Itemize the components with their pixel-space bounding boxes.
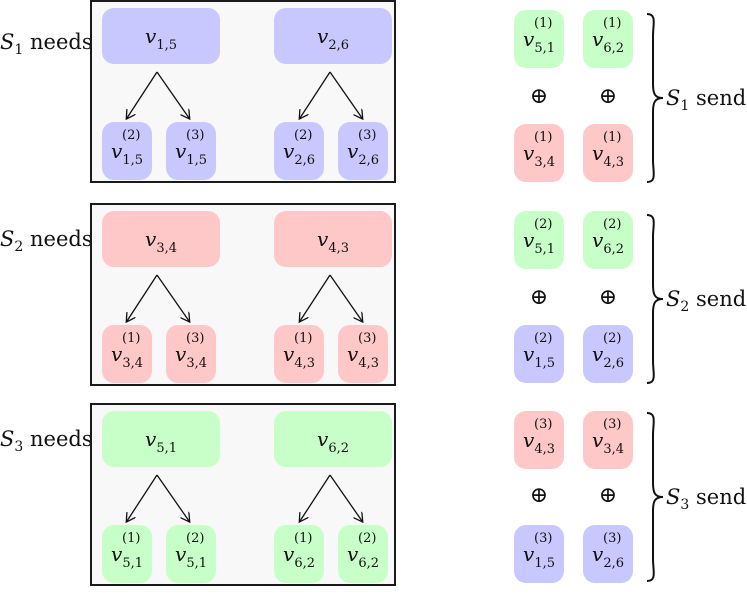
s1-piece-2: v(3)1,5 — [166, 122, 216, 180]
s3-item-1: v5,1 — [102, 411, 220, 467]
s2-xor-1: ⊕ — [529, 285, 549, 310]
s2-sends-label: S2 sends — [666, 287, 747, 316]
s3-needs-box: v5,1 v6,2 v(1)5,1 v(2)5,1 v(1)6,2 v(2)6,… — [90, 403, 396, 586]
s3-xor-2: ⊕ — [598, 483, 618, 508]
s2-item-1: v3,4 — [102, 211, 220, 267]
s2-xor-2: ⊕ — [598, 285, 618, 310]
s3-send-top-1: v(3)4,3 — [514, 411, 564, 469]
s3-xor-1: ⊕ — [529, 483, 549, 508]
s1-send-bottom-1: v(1)3,4 — [514, 124, 564, 182]
s3-needs-label: S3 needs — [0, 427, 93, 456]
s3-piece-4: v(2)6,2 — [338, 525, 388, 583]
s2-piece-2: v(3)3,4 — [166, 325, 216, 383]
s1-xor-2: ⊕ — [598, 84, 618, 109]
s2-send-top-2: v(2)6,2 — [583, 211, 633, 269]
s1-xor-1: ⊕ — [529, 84, 549, 109]
s1-send-top-1: v(1)5,1 — [514, 10, 564, 68]
s1-needs-label: S1 needs — [0, 30, 93, 59]
s2-piece-3: v(1)4,3 — [274, 325, 324, 383]
s1-send-bottom-2: v(1)4,3 — [583, 124, 633, 182]
row-s1: S1 needs v1,5 v2,6 v(2)1,5 v(3)1,5 v(2)2… — [0, 0, 747, 190]
s1-piece-4: v(3)2,6 — [338, 122, 388, 180]
s1-piece-3: v(2)2,6 — [274, 122, 324, 180]
s1-send-top-2: v(1)6,2 — [583, 10, 633, 68]
s3-brace — [646, 412, 664, 582]
s1-sends-label: S1 sends — [666, 86, 747, 115]
s1-arrows — [92, 71, 394, 181]
s3-piece-1: v(1)5,1 — [102, 525, 152, 583]
s1-needs-box: v1,5 v2,6 v(2)1,5 v(3)1,5 v(2)2,6 v(3)2,… — [90, 0, 396, 183]
s2-piece-1: v(1)3,4 — [102, 325, 152, 383]
s3-item-2: v6,2 — [274, 411, 392, 467]
s1-item-1: v1,5 — [102, 8, 220, 64]
s1-item-2: v2,6 — [274, 8, 392, 64]
s1-piece-1: v(2)1,5 — [102, 122, 152, 180]
s2-send-bottom-1: v(2)1,5 — [514, 325, 564, 383]
s2-piece-4: v(3)4,3 — [338, 325, 388, 383]
s3-piece-3: v(1)6,2 — [274, 525, 324, 583]
s3-sends-label: S3 sends — [666, 485, 747, 514]
s2-item-2: v4,3 — [274, 211, 392, 267]
s2-needs-label: S2 needs — [0, 227, 93, 256]
s3-arrows — [92, 474, 394, 584]
row-s2: S2 needs v3,4 v4,3 v(1)3,4 v(3)3,4 v(1)4… — [0, 203, 747, 393]
s2-send-bottom-2: v(2)2,6 — [583, 325, 633, 383]
s3-send-top-2: v(3)3,4 — [583, 411, 633, 469]
row-s3: S3 needs v5,1 v6,2 v(1)5,1 v(2)5,1 v(1)6… — [0, 403, 747, 593]
s3-piece-2: v(2)5,1 — [166, 525, 216, 583]
s3-send-bottom-2: v(3)2,6 — [583, 525, 633, 583]
s1-brace — [646, 13, 664, 183]
s2-send-top-1: v(2)5,1 — [514, 211, 564, 269]
s3-send-bottom-1: v(3)1,5 — [514, 525, 564, 583]
s2-arrows — [92, 274, 394, 384]
s2-brace — [646, 214, 664, 384]
s2-needs-box: v3,4 v4,3 v(1)3,4 v(3)3,4 v(1)4,3 v(3)4,… — [90, 203, 396, 386]
